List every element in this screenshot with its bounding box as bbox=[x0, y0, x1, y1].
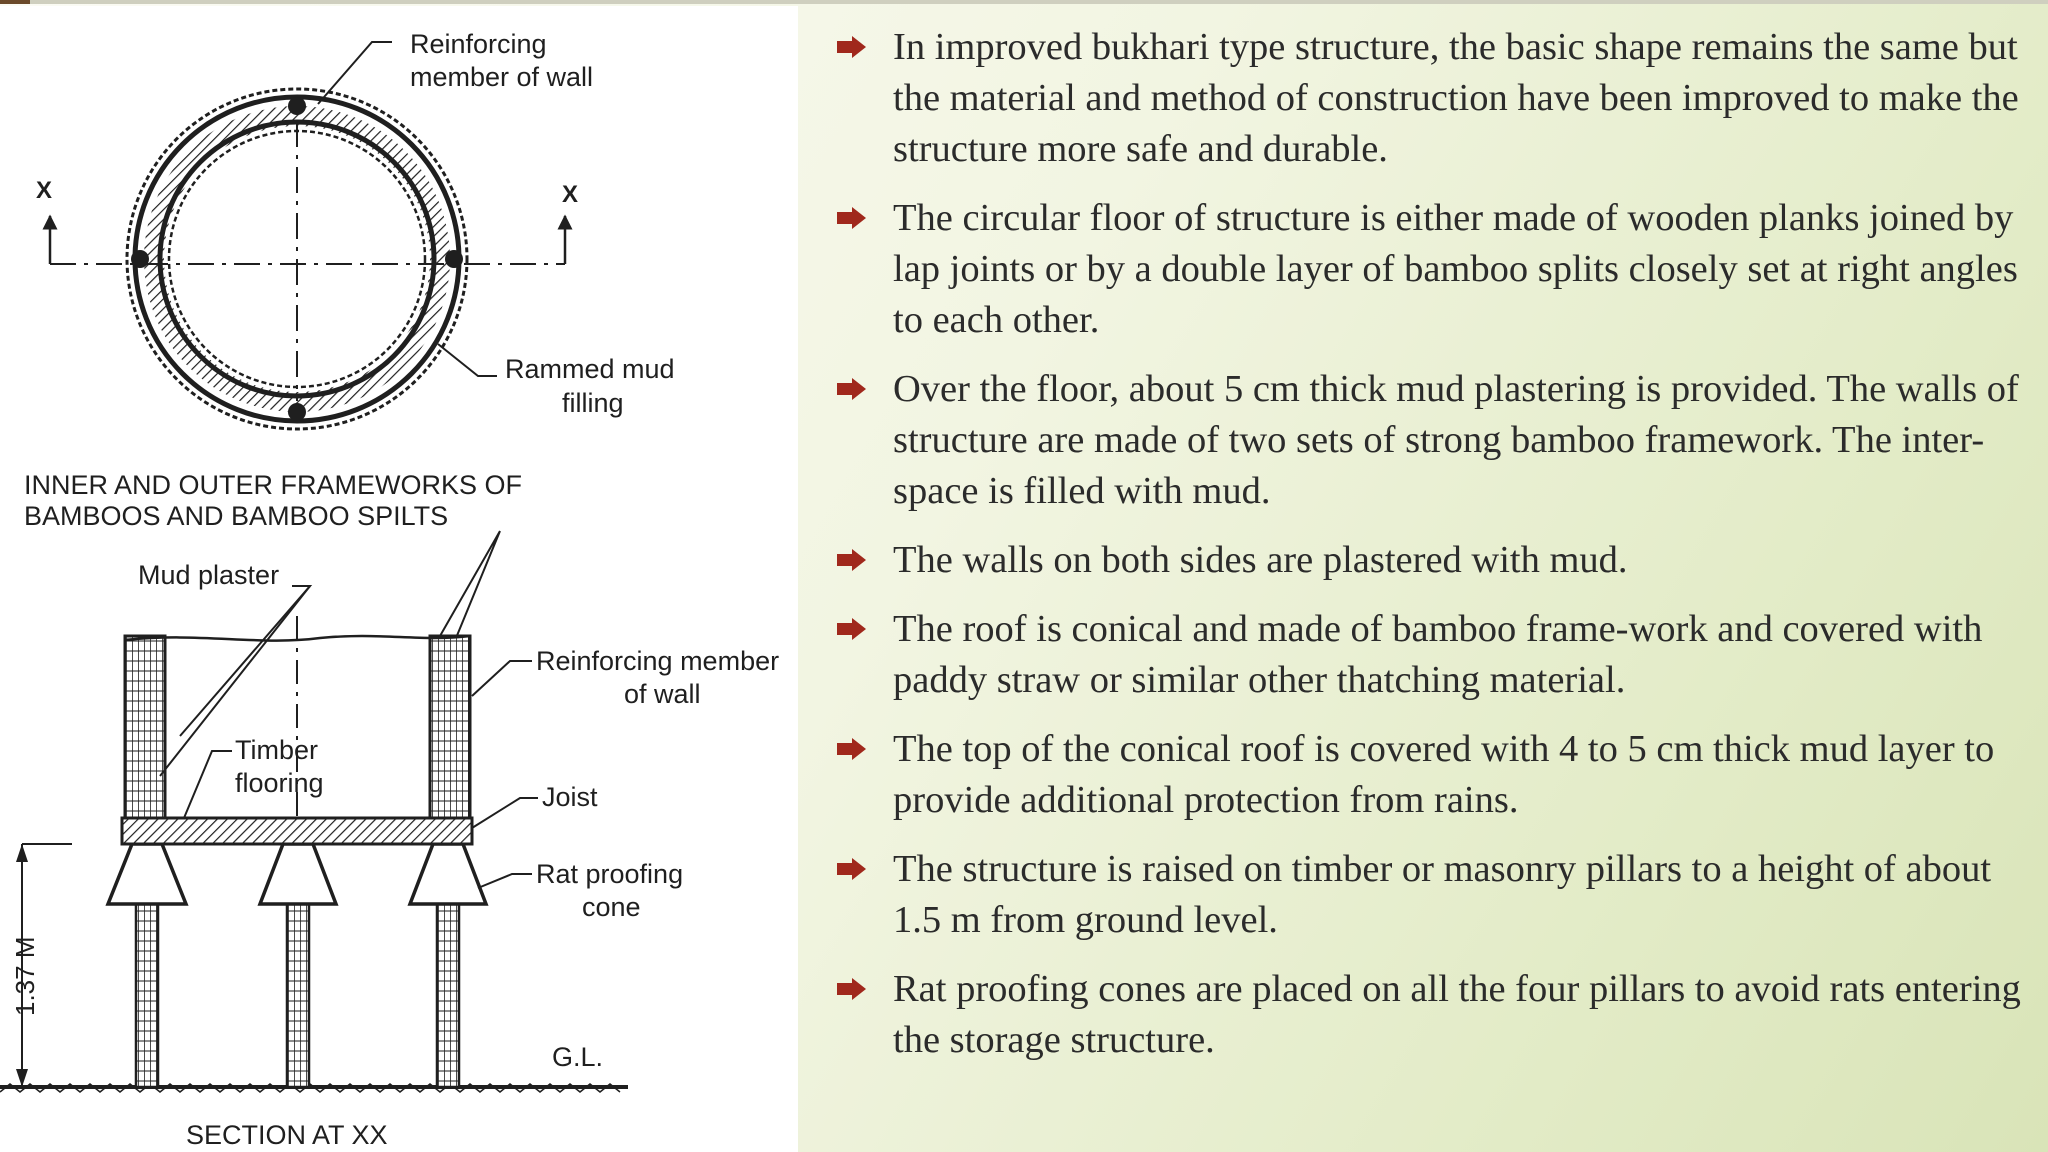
rat-cone-centre bbox=[257, 842, 339, 906]
bullet-text: The roof is conical and made of bamboo f… bbox=[893, 608, 1983, 701]
bullet-item: Rat proofing cones are placed on all the… bbox=[835, 964, 2030, 1066]
arrow-bullet-icon bbox=[837, 36, 866, 58]
wall-left bbox=[123, 634, 167, 820]
plan-view: X X Reinforcing member of wall Rammed mu… bbox=[36, 29, 675, 431]
arrow-bullet-icon bbox=[837, 549, 866, 571]
reinforcing-member-left bbox=[131, 250, 149, 268]
caption-frameworks-1: INNER AND OUTER FRAMEWORKS OF bbox=[24, 470, 522, 500]
bullet-list: In improved bukhari type structure, the … bbox=[835, 22, 2030, 1084]
rat-cone-right bbox=[407, 842, 489, 906]
label-timber-2: flooring bbox=[235, 768, 324, 798]
top-rule bbox=[0, 0, 2048, 4]
arrow-bullet-icon bbox=[837, 618, 866, 640]
section-marker-right: X bbox=[562, 181, 578, 208]
leader-mud-plaster-1 bbox=[179, 585, 313, 737]
arrow-bullet-icon bbox=[837, 738, 866, 760]
label-rat-cone-1: Rat proofing bbox=[536, 859, 683, 889]
section-view: 1.37 M Mud plaster Reinforcing member of… bbox=[0, 530, 779, 1150]
bullet-item: The structure is raised on timber or mas… bbox=[835, 844, 2030, 946]
label-reinforcing-section-1: Reinforcing member bbox=[536, 646, 779, 676]
leader-mud-plaster-2 bbox=[159, 585, 311, 777]
label-reinforcing-plan-2: member of wall bbox=[410, 62, 593, 92]
height-dim-arrow-bottom bbox=[16, 1069, 28, 1087]
reinforcing-member-top bbox=[288, 97, 306, 115]
bullet-text: In improved bukhari type structure, the … bbox=[893, 26, 2019, 170]
bullet-text: The circular floor of structure is eithe… bbox=[893, 197, 2018, 341]
leader-timber-flooring bbox=[183, 750, 232, 819]
bullet-item: Over the floor, about 5 cm thick mud pla… bbox=[835, 364, 2030, 517]
height-dim-arrow-top bbox=[16, 844, 28, 862]
label-reinforcing-section-2: of wall bbox=[624, 679, 701, 709]
label-rammed-mud-1: Rammed mud bbox=[505, 354, 675, 384]
label-reinforcing-plan-1: Reinforcing bbox=[410, 29, 547, 59]
bullet-text: The top of the conical roof is covered w… bbox=[893, 728, 1995, 821]
label-joist: Joist bbox=[542, 782, 598, 812]
arrow-bullet-icon bbox=[837, 858, 866, 880]
leader-reinforcing-plan bbox=[317, 41, 392, 105]
pillar-centre bbox=[285, 882, 311, 1089]
bukhari-diagram-panel: X X Reinforcing member of wall Rammed mu… bbox=[0, 6, 798, 1152]
label-height: 1.37 M bbox=[10, 937, 40, 1017]
bullet-item: In improved bukhari type structure, the … bbox=[835, 22, 2030, 175]
rat-cone-left bbox=[105, 842, 189, 906]
leader-reinforcing-section bbox=[471, 660, 532, 697]
bullet-item: The circular floor of structure is eithe… bbox=[835, 193, 2030, 346]
label-ground-level: G.L. bbox=[552, 1042, 603, 1072]
arrow-bullet-icon bbox=[837, 207, 866, 229]
leader-frameworks bbox=[439, 530, 501, 639]
section-marker-left: X bbox=[36, 177, 52, 204]
arrow-bullet-icon bbox=[837, 978, 866, 1000]
label-timber-1: Timber bbox=[235, 735, 318, 765]
caption-frameworks-2: BAMBOOS AND BAMBOO SPILTS bbox=[24, 501, 448, 531]
wall-right bbox=[428, 634, 472, 820]
bullet-item: The roof is conical and made of bamboo f… bbox=[835, 604, 2030, 706]
reinforcing-member-bottom bbox=[288, 403, 306, 421]
bullet-text: The structure is raised on timber or mas… bbox=[893, 848, 1992, 941]
plan-wall-outer bbox=[125, 87, 469, 431]
arrow-bullet-icon bbox=[837, 378, 866, 400]
top-rule-accent bbox=[0, 0, 30, 4]
bullet-text: Over the floor, about 5 cm thick mud pla… bbox=[893, 368, 2019, 512]
reinforcing-member-right bbox=[445, 250, 463, 268]
wall-top-edge bbox=[124, 634, 471, 642]
bullet-item: The top of the conical roof is covered w… bbox=[835, 724, 2030, 826]
timber-floor-joist bbox=[120, 816, 474, 846]
bukhari-diagram: X X Reinforcing member of wall Rammed mu… bbox=[0, 29, 779, 1150]
bullet-text: The walls on both sides are plastered wi… bbox=[893, 539, 1628, 581]
bullet-item: The walls on both sides are plastered wi… bbox=[835, 535, 2030, 586]
label-rammed-mud-2: filling bbox=[562, 388, 624, 418]
leader-joist bbox=[471, 797, 538, 829]
label-rat-cone-2: cone bbox=[582, 892, 641, 922]
bullet-text: Rat proofing cones are placed on all the… bbox=[893, 968, 2021, 1061]
label-mud-plaster: Mud plaster bbox=[138, 560, 279, 590]
leader-rat-cone bbox=[477, 873, 532, 889]
caption-section: SECTION AT XX bbox=[186, 1120, 388, 1150]
leader-rammed-mud bbox=[437, 343, 497, 377]
